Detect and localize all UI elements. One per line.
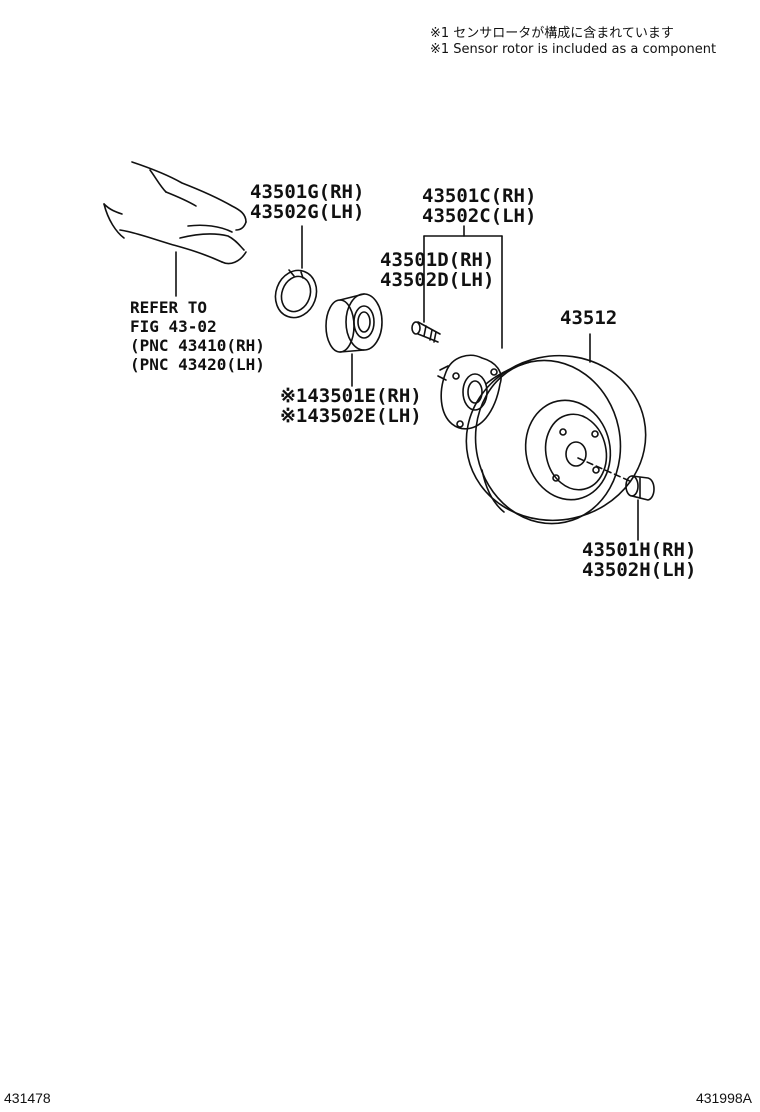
label-bearing-rh: ※143501E(RH) [280,385,422,407]
label-hub-nut-lh: 43502H(LH) [582,559,697,581]
footer-left-code: 431478 [4,1090,51,1106]
refer-text-block: REFER TO FIG 43-02 (PNC 43410(RH) (PNC 4… [130,298,265,374]
refer-line: FIG 43-02 [130,317,217,336]
pointing-hand-icon [103,161,247,265]
footer-right-code: 431998A [695,1090,752,1106]
refer-line: (PNC 43420(LH) [130,355,265,374]
label-bearing-lh: ※143502E(LH) [280,405,422,427]
label-snap-ring-rh: 43501G(RH) [250,181,365,203]
refer-line: (PNC 43410(RH) [130,336,265,355]
hub-bolt-part [411,321,441,343]
sensor-rotor-note-en: ※1 Sensor rotor is included as a compone… [430,42,717,57]
label-hub-rh: 43501C(RH) [422,185,537,207]
label-hub-bolt-rh: 43501D(RH) [380,249,495,271]
label-snap-ring-lh: 43502G(LH) [250,201,365,223]
bearing-part [325,293,383,353]
axis-line [577,457,633,483]
label-hub-lh: 43502C(LH) [422,205,537,227]
sensor-rotor-note-jp: ※1 センサロータが構成に含まれています [430,26,674,41]
label-hub-nut-rh: 43501H(RH) [582,539,697,561]
hub-flange-part [437,354,502,430]
refer-line: REFER TO [130,298,208,317]
snap-ring-part [274,269,318,319]
disc-rotor-part [465,354,647,525]
label-disc-rotor: 43512 [560,307,618,329]
label-hub-bolt-lh: 43502D(LH) [380,269,495,291]
hub-nut-part [625,475,655,501]
